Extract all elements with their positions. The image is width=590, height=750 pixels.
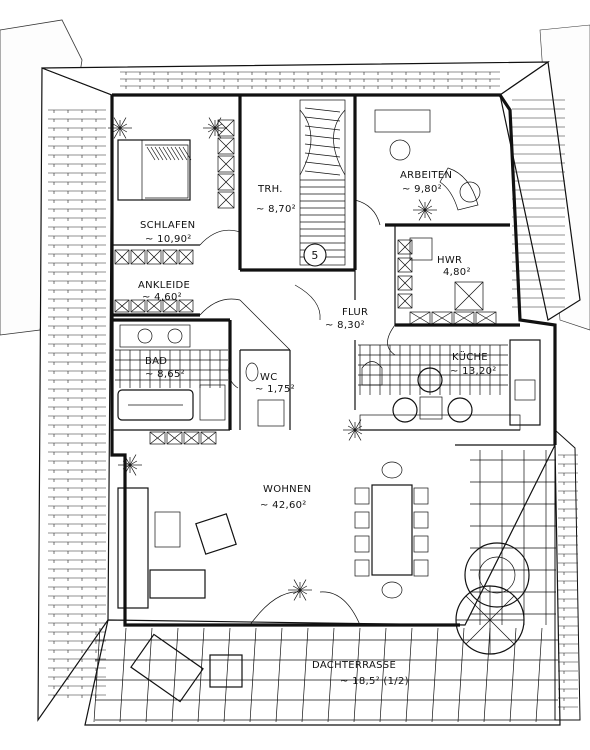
dachterrasse-area: [84, 444, 561, 726]
room-area-ankleide: ~ 4,60²: [142, 292, 182, 303]
room-area-dachterrasse: ~ 18,5² (1/2): [340, 676, 409, 687]
staircase: [299, 99, 346, 266]
bad-fixtures: [115, 324, 228, 421]
wc-fixtures: [245, 362, 285, 427]
outer-walls: [110, 93, 557, 627]
sofa: [117, 487, 206, 609]
room-area-hwr: 4,80²: [443, 267, 471, 278]
interior-walls: [112, 95, 520, 431]
room-area-bad: ~ 8,65²: [145, 369, 185, 380]
terrace-furniture: [130, 542, 530, 703]
floor-number-marker: 5: [303, 243, 327, 267]
room-name-schlafen: SCHLAFEN: [140, 220, 195, 231]
plants: [108, 117, 437, 601]
roof-bottom-right: [554, 428, 581, 721]
room-area-wc: ~ 1,75²: [255, 384, 295, 395]
room-name-trh: TRH.: [257, 184, 283, 195]
bed: [117, 139, 192, 201]
room-labels: SCHLAFEN ~ 10,90² ANKLEIDE ~ 4,60² TRH. …: [138, 170, 497, 687]
roof-top: [41, 61, 550, 96]
room-area-schlafen: ~ 10,90²: [145, 234, 192, 245]
room-area-arbeiten: ~ 9,80²: [402, 184, 442, 195]
room-name-bad: BAD: [145, 356, 167, 367]
roof-left: [37, 67, 113, 722]
floor-number: 5: [311, 249, 318, 262]
room-name-flur: FLUR: [342, 307, 368, 318]
desk: [374, 109, 481, 211]
room-name-wc: WC: [260, 372, 277, 383]
room-name-wohnen: WOHNEN: [263, 484, 311, 495]
room-name-arbeiten: ARBEITEN: [400, 170, 452, 181]
room-area-flur: ~ 8,30²: [325, 320, 365, 331]
roof-right: [499, 60, 581, 321]
kitchen: [358, 339, 541, 431]
room-area-wohnen: ~ 42,60²: [260, 500, 307, 511]
room-name-kueche: KÜCHE: [452, 350, 488, 363]
hwr-fixtures: [409, 237, 484, 311]
room-name-ankleide: ANKLEIDE: [138, 280, 190, 291]
doors: [199, 199, 396, 626]
armchair: [195, 513, 237, 555]
dining-table: [354, 461, 429, 599]
room-area-kueche: ~ 13,20²: [450, 366, 497, 377]
room-name-hwr: HWR: [437, 255, 462, 266]
room-area-trh: ~ 8,70²: [256, 204, 296, 215]
room-name-dachterrasse: DACHTERRASSE: [312, 660, 396, 671]
